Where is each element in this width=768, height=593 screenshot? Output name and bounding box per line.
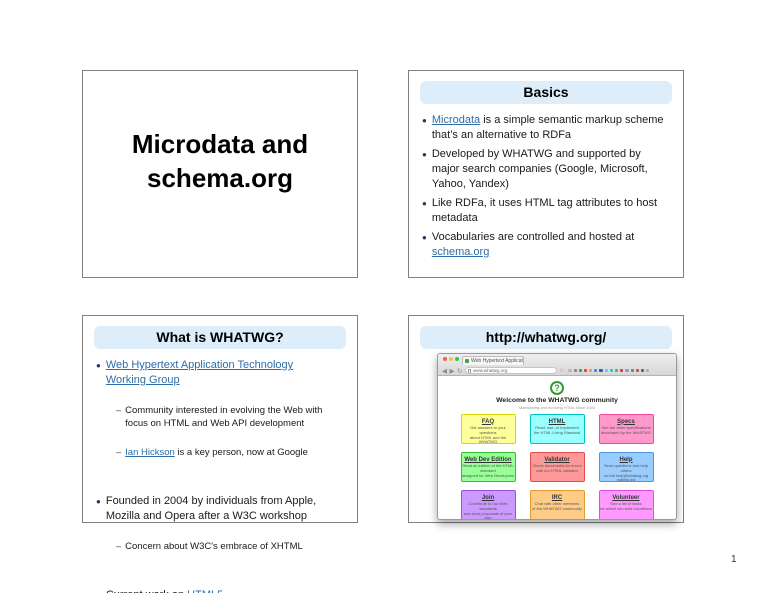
slide-basics: Basics ●Microdata is a simple semantic m…: [408, 70, 684, 278]
bookmark-star-icon: ☆: [558, 368, 565, 374]
browser-screenshot: Web Hypertext Applicat... ◀ ▶ ↻ www.what…: [437, 353, 677, 520]
bullet-icon: ●: [96, 588, 101, 593]
bullet-item: ●Like RDFa, it uses HTML tag attributes …: [422, 197, 658, 224]
bullet-icon: ●: [422, 199, 427, 208]
dash-icon: –: [115, 447, 122, 458]
extension-icon: [604, 368, 608, 373]
bullet-list: ● Web Hypertext Application Technology W…: [96, 358, 351, 593]
extension-icon: [640, 368, 645, 373]
extension-icon: [599, 368, 603, 373]
extension-icon: [615, 368, 619, 373]
extension-icon: [620, 368, 624, 373]
slide-title: Microdata and schema.org: [82, 70, 358, 278]
site-heading: Welcome to the WHATWG community: [496, 397, 618, 404]
extension-icon: [646, 368, 650, 373]
extension-icon: [594, 368, 598, 373]
bullet-item: ● Web Hypertext Application Technology W…: [96, 358, 351, 490]
browser-navbar: ◀ ▶ ↻ www.whatwg.org ☆: [438, 365, 676, 376]
bullet-item: ●Vocabularies are controlled and hosted …: [422, 231, 635, 258]
sub-bullet-list: –Concern about W3C's embrace of XHTML: [116, 525, 316, 569]
slide-header: http://whatwg.org/: [420, 326, 672, 349]
address-bar: www.whatwg.org: [464, 366, 557, 375]
dash-icon: –: [115, 541, 122, 552]
whatwg-logo-icon: ?: [550, 381, 564, 395]
forward-icon: ▶: [449, 367, 455, 375]
slide-header: Basics: [420, 81, 672, 104]
bullet-item: ●Current work on HTML5: [96, 588, 351, 593]
extension-icon: [630, 368, 634, 373]
bullet-icon: ●: [422, 233, 427, 242]
extension-icon: [568, 368, 572, 373]
link-schema-org[interactable]: schema.org: [431, 246, 490, 258]
extension-icons: [568, 368, 650, 373]
link-html5[interactable]: HTML5: [187, 589, 223, 593]
traffic-light-minimize-icon: [449, 357, 453, 361]
sub-bullet-item: –Concern about W3C's embrace of XHTML: [115, 541, 303, 552]
slide-whatwg-site: http://whatwg.org/ Web Hypertext Applica…: [408, 315, 684, 523]
bullet-icon: ●: [422, 116, 427, 125]
extension-icon: [589, 368, 593, 373]
whatwg-homepage: ? Welcome to the WHATWG community Mainta…: [438, 376, 676, 519]
extension-icon: [583, 368, 588, 373]
back-icon: ◀: [442, 367, 447, 375]
slide-whatwg: What is WHATWG? ● Web Hypertext Applicat…: [82, 315, 358, 593]
bullet-item: ●Developed by WHATWG and supported by ma…: [422, 148, 648, 190]
dash-icon: –: [115, 405, 122, 416]
link-microdata[interactable]: Microdata: [431, 114, 481, 126]
page-icon: [467, 369, 472, 374]
traffic-light-close-icon: [443, 357, 447, 361]
favicon-icon: [465, 359, 469, 363]
extension-icon: [573, 368, 577, 373]
bullet-item: ● Founded in 2004 by individuals from Ap…: [96, 494, 351, 584]
link-ian-hickson[interactable]: Ian Hickson: [125, 447, 175, 458]
browser-tab: Web Hypertext Applicat...: [462, 355, 524, 365]
deck-title: Microdata and schema.org: [131, 129, 309, 193]
extension-icon: [578, 368, 582, 373]
extension-icon: [609, 368, 614, 373]
sub-bullet-item: –Ian Hickson is a key person, now at Goo…: [115, 447, 308, 458]
site-tagline: Maintaining and evolving HTML since 2004: [518, 405, 596, 410]
bullet-icon: ●: [422, 150, 427, 159]
bullet-icon: ●: [96, 497, 101, 506]
slide-header: What is WHATWG?: [94, 326, 346, 349]
extension-icon: [635, 368, 639, 373]
browser-chrome: Web Hypertext Applicat... ◀ ▶ ↻ www.what…: [438, 354, 676, 376]
bullet-list: ●Microdata is a simple semantic markup s…: [422, 113, 677, 264]
link-whatwg-group[interactable]: Web Hypertext Application Technology Wor…: [105, 359, 294, 386]
page-number: 1: [731, 554, 737, 565]
sub-bullet-item: –Community interested in evolving the We…: [115, 405, 323, 429]
traffic-light-zoom-icon: [455, 357, 459, 361]
sub-bullet-list: –Community interested in evolving the We…: [116, 389, 323, 475]
reload-icon: ↻: [457, 367, 463, 375]
extension-icon: [625, 368, 629, 373]
bullet-item: ●Microdata is a simple semantic markup s…: [422, 114, 664, 141]
bullet-icon: ●: [96, 361, 101, 370]
